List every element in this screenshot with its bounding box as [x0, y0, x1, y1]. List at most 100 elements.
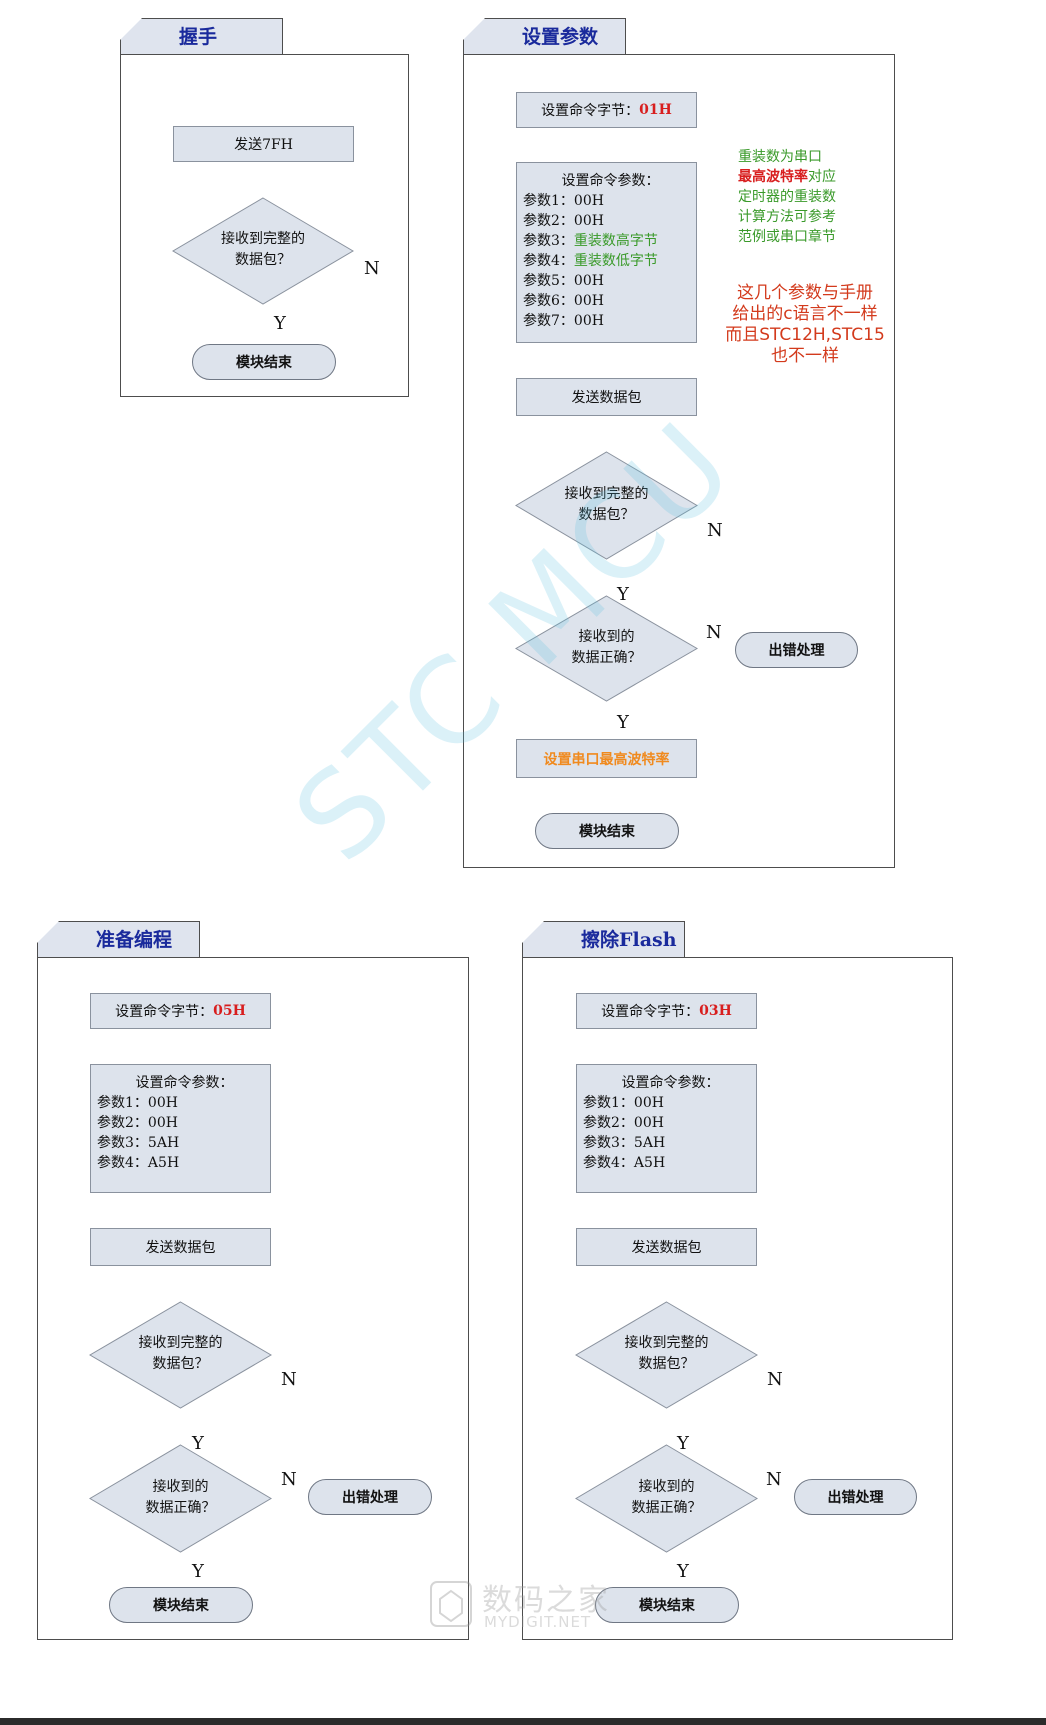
- decision-data-correct: 接收到的数据正确？: [575, 1444, 758, 1553]
- y-label: Y: [192, 1433, 204, 1454]
- site-logo-icon: [430, 1581, 472, 1627]
- set-cmd-box: 设置命令字节：03H: [576, 993, 757, 1029]
- param-label: 参数3：: [97, 1135, 148, 1151]
- handwritten-line: 给出的c语言不一样: [732, 304, 878, 324]
- note-line: 计算方法可参考: [738, 207, 836, 227]
- panel-tab-handshake: 握手: [120, 18, 283, 54]
- box-label: 发送7FH: [234, 137, 293, 153]
- n-label: N: [281, 1369, 297, 1390]
- param-value: 5AH: [633, 1135, 666, 1151]
- param-row: 参数7：00H: [523, 311, 690, 331]
- terminal-label: 出错处理: [342, 1490, 398, 1506]
- y-label: Y: [274, 313, 286, 334]
- end-terminal: 模块结束: [109, 1587, 253, 1623]
- param-value: 00H: [147, 1115, 178, 1131]
- note-line: 定时器的重装数: [738, 187, 836, 207]
- set-baud-box: 设置串口最高波特率: [516, 739, 697, 778]
- param-label: 参数2：: [97, 1115, 148, 1131]
- box-label: 发送数据包: [631, 1240, 702, 1256]
- param-value: 5AH: [147, 1135, 180, 1151]
- param-value: 00H: [573, 193, 604, 209]
- param-label: 参数7：: [523, 313, 574, 329]
- param-row: 参数2：00H: [97, 1113, 264, 1133]
- box-label: 设置命令字节：: [115, 1004, 214, 1020]
- param-label: 参数5：: [523, 273, 574, 289]
- decision-data-correct: 接收到的数据正确？: [89, 1444, 272, 1553]
- panel-title: 准备编程: [96, 929, 173, 951]
- param-value: 00H: [633, 1115, 664, 1131]
- panel-tab-erase: 擦除Flash: [522, 921, 685, 957]
- y-label: Y: [677, 1433, 689, 1454]
- error-terminal: 出错处理: [308, 1479, 432, 1515]
- decision-line: 数据包？: [235, 252, 291, 268]
- handwritten-line: 这几个参数与手册: [737, 283, 873, 303]
- cmd-code: 01H: [639, 102, 672, 118]
- y-label: Y: [617, 712, 629, 733]
- param-label: 参数4：: [583, 1155, 634, 1171]
- decision-line: 接收到完整的: [624, 1335, 709, 1351]
- handwritten-line: 而且STC12H,STC15: [725, 325, 885, 345]
- decision-line: 数据正确？: [571, 650, 642, 666]
- param-value: 00H: [573, 313, 604, 329]
- panel-title: 设置参数: [522, 26, 599, 48]
- param-row: 参数4：重装数低字节: [523, 251, 690, 271]
- cmd-code: 05H: [213, 1003, 246, 1019]
- send-packet-box: 发送数据包: [90, 1228, 271, 1266]
- site-watermark: 数码之家 MYDIGIT.NET: [428, 1575, 628, 1635]
- param-row: 参数6：00H: [523, 291, 690, 311]
- site-name-en: MYDIGIT.NET: [484, 1613, 592, 1631]
- box-label: 发送数据包: [571, 390, 642, 406]
- terminal-label: 模块结束: [579, 824, 635, 840]
- y-label: Y: [192, 1561, 204, 1582]
- params-title: 设置命令参数：: [135, 1075, 234, 1091]
- param-row: 参数2：00H: [523, 211, 690, 231]
- decision-line: 接收到完整的: [221, 231, 305, 247]
- panel-tab-set-params: 设置参数: [463, 18, 626, 54]
- note-text: 重装数为串口: [738, 149, 822, 165]
- terminal-label: 模块结束: [236, 355, 292, 371]
- param-value: 00H: [573, 293, 604, 309]
- decision-data-correct: 接收到的数据正确？: [515, 595, 698, 702]
- note-line: 范例或串口章节: [738, 227, 836, 247]
- end-terminal: 模块结束: [595, 1587, 739, 1623]
- box-label: 设置串口最高波特率: [543, 751, 670, 768]
- n-label: N: [707, 520, 723, 541]
- n-label: N: [364, 258, 380, 279]
- note-text: 计算方法可参考: [738, 209, 836, 225]
- param-value: 00H: [573, 273, 604, 289]
- handwritten-line: 也不一样: [771, 346, 839, 366]
- decision-line: 接收到完整的: [564, 486, 649, 502]
- send-packet-box: 发送数据包: [516, 378, 697, 416]
- n-label: N: [706, 622, 722, 643]
- decision-line: 接收到完整的: [138, 1335, 223, 1351]
- params-title: 设置命令参数：: [561, 173, 660, 189]
- end-terminal: 模块结束: [535, 813, 679, 849]
- decision-complete-packet: 接收到完整的数据包？: [172, 197, 354, 305]
- reload-note: 重装数为串口最高波特率对应定时器的重装数计算方法可参考范例或串口章节: [738, 147, 836, 247]
- n-label: N: [767, 1369, 783, 1390]
- param-value: 00H: [147, 1095, 178, 1111]
- param-row: 参数3：5AH: [583, 1133, 750, 1153]
- param-value: 重装数高字节: [573, 233, 658, 249]
- param-value: A5H: [147, 1155, 180, 1171]
- param-value: 重装数低字节: [573, 253, 658, 269]
- set-cmd-box: 设置命令字节：01H: [516, 92, 697, 128]
- param-row: 参数1：00H: [97, 1093, 264, 1113]
- n-label: N: [281, 1469, 297, 1490]
- n-label: N: [766, 1469, 782, 1490]
- param-row: 参数4：A5H: [97, 1153, 264, 1173]
- note-text: 定时器的重装数: [738, 189, 836, 205]
- error-terminal: 出错处理: [794, 1479, 917, 1515]
- decision-line: 数据正确？: [631, 1500, 702, 1516]
- send-packet-box: 发送数据包: [576, 1228, 757, 1266]
- param-value: A5H: [633, 1155, 666, 1171]
- error-terminal: 出错处理: [735, 632, 858, 668]
- bottom-edge: [0, 1718, 1046, 1725]
- decision-line: 接收到的: [578, 629, 635, 645]
- param-label: 参数6：: [523, 293, 574, 309]
- decision-complete-packet: 接收到完整的数据包？: [515, 451, 698, 560]
